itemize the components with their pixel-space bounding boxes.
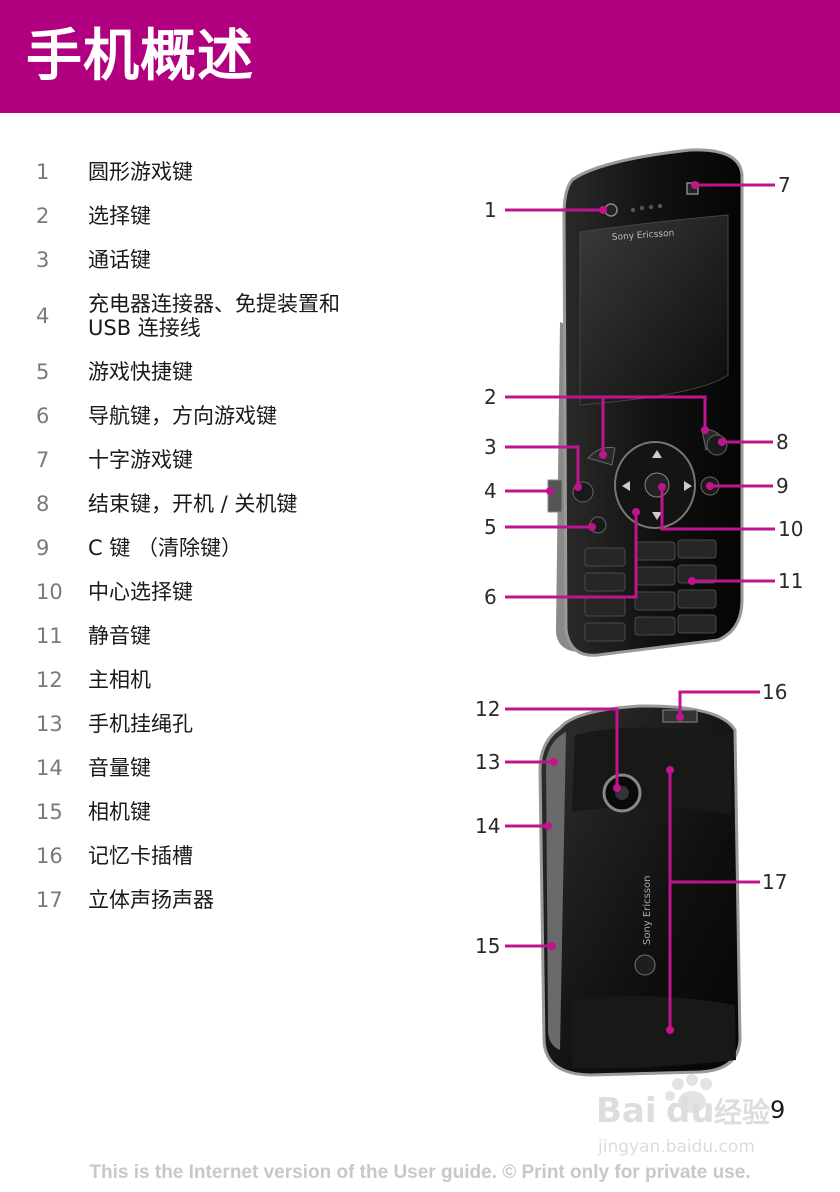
callout-number: 9	[776, 474, 789, 498]
speaker-grille-bottom	[572, 996, 736, 1069]
brand-logo-back: Sony Ericsson	[642, 876, 653, 945]
legend-number: 7	[36, 448, 50, 472]
footer-notice: This is the Internet version of the User…	[89, 1162, 751, 1183]
legend-number: 10	[36, 580, 63, 604]
connector-port	[547, 479, 563, 513]
callout-number: 15	[475, 934, 500, 958]
callout-number: 8	[776, 430, 789, 454]
legend-number: 13	[36, 712, 63, 736]
legend-number: 9	[36, 536, 50, 560]
watermark-url: jingyan.baidu.com	[597, 1137, 755, 1157]
callout-number: 3	[484, 435, 497, 459]
callout-lines	[505, 183, 775, 1030]
page-title: 手机概述	[26, 24, 254, 89]
legend-label: C 键 （清除键）	[88, 536, 243, 560]
callout-number: 11	[778, 569, 803, 593]
legend-number: 17	[36, 888, 63, 912]
callout-number: 12	[475, 697, 500, 721]
legend-label: 充电器连接器、免提装置和 USB 连接线	[88, 292, 340, 340]
legend-label: 相机键	[88, 800, 151, 824]
speaker-dots	[630, 203, 663, 213]
legend-number: 1	[36, 160, 50, 184]
keypad	[584, 539, 717, 642]
phone-front: Sony Ericsson	[547, 148, 744, 657]
phone-back: Sony Ericsson	[538, 704, 742, 1077]
header-bar: 手机概述	[0, 0, 840, 113]
legend-number: 4	[36, 304, 50, 328]
callout-dots	[544, 181, 726, 1034]
legend-label: 导航键，方向游戏键	[88, 404, 277, 428]
legend-label: 通话键	[88, 248, 151, 272]
phone-screen	[579, 214, 729, 406]
legend-label: 手机挂绳孔	[88, 712, 193, 736]
legend-number: 2	[36, 204, 50, 228]
callout-number: 4	[484, 479, 497, 503]
callout-number: 2	[484, 385, 497, 409]
watermark-brand: Bai	[596, 1091, 657, 1131]
phone-back-side	[546, 732, 566, 1050]
legend-label: 静音键	[88, 624, 151, 648]
speaker-grille-top	[572, 727, 732, 815]
legend-number: 11	[36, 624, 63, 648]
legend-label: 结束键，开机 / 关机键	[88, 492, 298, 516]
legend-number: 5	[36, 360, 50, 384]
brand-emblem-icon	[634, 954, 656, 976]
legend-number: 6	[36, 404, 50, 428]
legend-number: 3	[36, 248, 50, 272]
watermark-brand-mid: du	[666, 1091, 715, 1131]
callout-number: 7	[778, 173, 791, 197]
legend-label: 主相机	[88, 668, 151, 692]
legend-label: 记忆卡插槽	[88, 844, 193, 868]
legend-label: 选择键	[88, 204, 151, 228]
legend-number: 16	[36, 844, 63, 868]
legend-number: 12	[36, 668, 63, 692]
legend-label: 音量键	[88, 756, 151, 780]
callout-number: 13	[475, 750, 500, 774]
legend-label: 立体声扬声器	[88, 888, 214, 912]
legend-label: 十字游戏键	[88, 448, 193, 472]
callout-number: 6	[484, 585, 497, 609]
brand-logo-front: Sony Ericsson	[612, 229, 675, 243]
baidu-watermark: Bai du 经验 jingyan.baidu.com	[596, 1074, 770, 1157]
legend-number: 15	[36, 800, 63, 824]
page-number: 9	[770, 1096, 786, 1124]
legend-number: 8	[36, 492, 50, 516]
legend-label: 中心选择键	[88, 580, 193, 604]
callout-number: 14	[475, 814, 500, 838]
watermark-brand-suffix: 经验	[714, 1096, 770, 1129]
callout-number: 10	[778, 517, 803, 541]
legend-label: 游戏快捷键	[88, 360, 193, 384]
callout-numbers: 1 2 3 4 5 6 7 8 9 10 11 12 13 14 15 16 1…	[475, 173, 803, 958]
legend-number: 14	[36, 756, 63, 780]
paw-logo-icon	[665, 1074, 712, 1113]
callout-number: 1	[484, 198, 497, 222]
callout-number: 16	[762, 680, 787, 704]
callout-number: 17	[762, 870, 787, 894]
legend-label: 圆形游戏键	[88, 160, 193, 184]
callout-number: 5	[484, 515, 497, 539]
nav-arrows-icon	[622, 450, 692, 520]
